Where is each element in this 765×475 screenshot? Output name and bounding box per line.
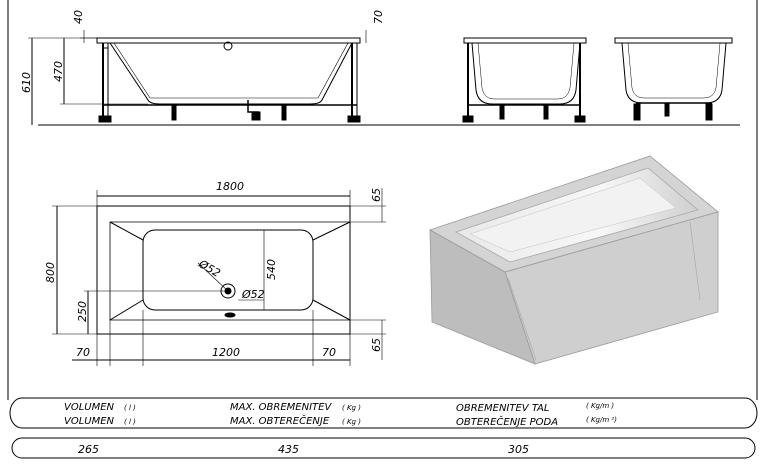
dim-side-total-height: 610 (20, 72, 33, 93)
dim-plan-inner-width: 540 (265, 259, 278, 280)
volume-label-2: VOLUMEN (64, 416, 115, 427)
floor-label-2: OBTEREČENJE PODA (456, 415, 558, 428)
floor-value: 305 (508, 443, 529, 456)
dim-plan-offset: 250 (76, 301, 89, 322)
spec-table (9, 397, 758, 459)
dim-plan-right-margin: 70 (322, 346, 336, 359)
dim-side-inner-height: 470 (52, 61, 65, 82)
volume-label-1: VOLUMEN (64, 402, 115, 413)
dim-plan-width: 800 (44, 262, 57, 283)
side-view (28, 30, 740, 126)
dim-side-right-rim: 70 (372, 10, 385, 24)
dim-plan-left-margin: 70 (76, 346, 90, 359)
volume-unit-1: ( l ) (124, 404, 136, 412)
floor-unit-1: ( Kg/m ) (586, 402, 614, 410)
volume-unit-2: ( l ) (124, 418, 136, 426)
dim-side-top-rim: 40 (72, 10, 85, 24)
load-unit-1: ( Kg ) (342, 404, 361, 412)
dim-overflow-diameter: Ø52 (241, 288, 265, 301)
dim-plan-top-rim: 65 (370, 188, 383, 202)
floor-unit-2: ( Kg/m ²) (586, 416, 617, 424)
volume-value: 265 (78, 443, 99, 456)
dim-plan-inner-length: 1200 (212, 346, 240, 359)
load-label-1: MAX. OBREMENITEV (230, 402, 332, 413)
load-value: 435 (278, 443, 299, 456)
load-label-2: MAX. OBTEREČENJE (230, 414, 330, 427)
bathtub-3d-render (429, 155, 719, 365)
floor-label-1: OBREMENITEV TAL (456, 403, 549, 414)
end-view-panel (614, 37, 733, 121)
dim-plan-bottom-rim: 65 (370, 338, 383, 352)
dim-drain-diameter: Ø52 (196, 257, 223, 280)
end-view-frame (462, 37, 587, 123)
load-unit-2: ( Kg ) (342, 418, 361, 426)
dim-plan-length: 1800 (216, 180, 244, 193)
plan-view (52, 188, 386, 366)
